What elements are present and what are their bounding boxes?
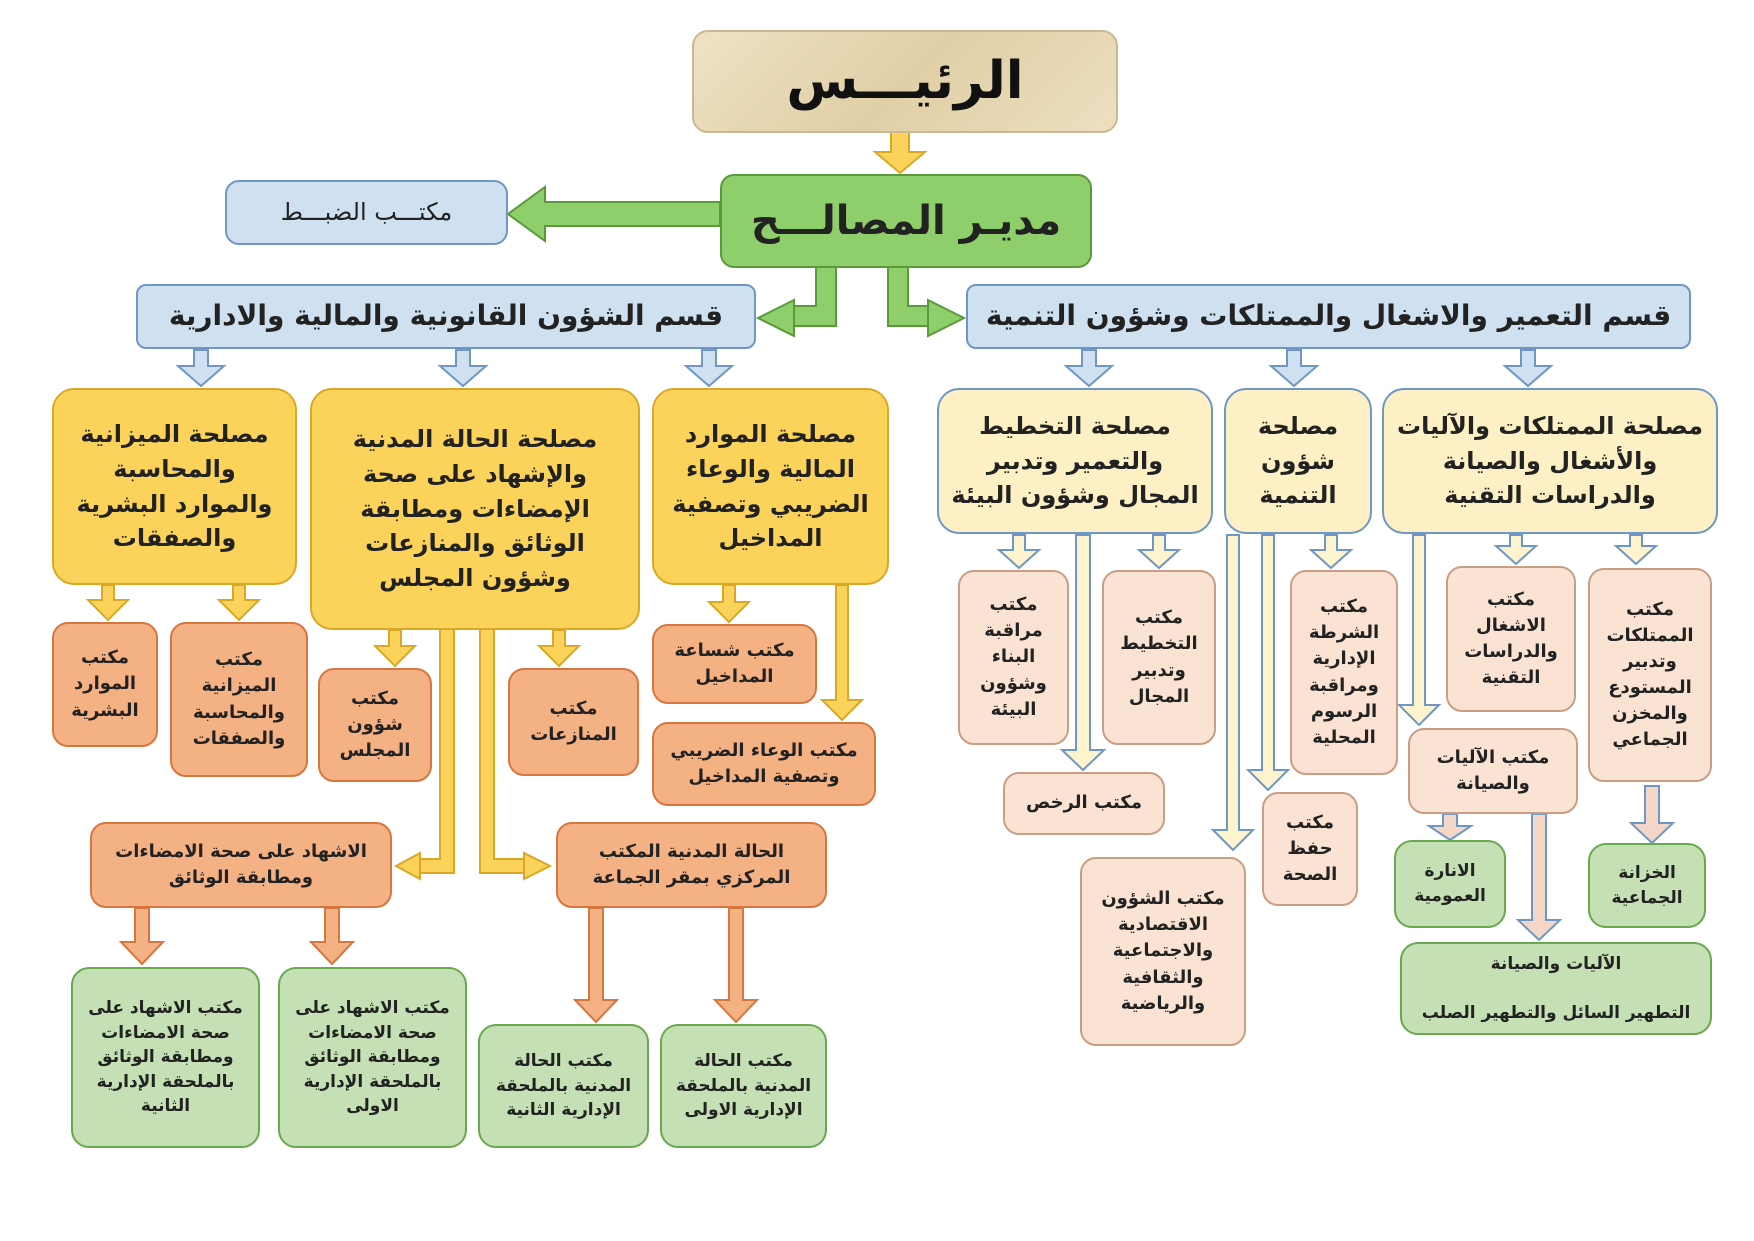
legalization-box: الاشهاد على صحة الامضاءات ومطابقة الوثائ… [90,822,392,908]
disputes-office-label: مكتب المنازعات [530,697,617,745]
civil-service-box: مصلحة الحالة المدنية والإشهاد على صحة ال… [310,388,640,630]
budget-service-box: مصلحة الميزانية والمحاسبة والموارد البشر… [52,388,297,585]
section-down-arrows [175,349,1554,388]
maintenance-label: الآليات والصيانة التطهير السائل والتطهير… [1421,953,1691,1023]
planning-office-box: مكتب التخطيط وتدبير المجال [1102,570,1216,745]
arrow-president-director [872,130,928,175]
police-office-label: مكتب الشرطة الإدارية ومراقبة الرسوم المح… [1308,596,1380,748]
civil-service-label: مصلحة الحالة المدنية والإشهاد على صحة ال… [352,425,598,593]
council-office-label: مكتب شؤون المجلس [339,687,411,762]
lighting-box: الانارة العمومية [1394,840,1506,928]
legal-yellow-arrows [85,584,865,722]
council-office-box: مكتب شؤون المجلس [318,668,432,782]
planning-office-label: مكتب التخطيط وتدبير المجال [1120,607,1198,707]
control-office-label: مكتـــب الضبـــط [280,198,453,227]
building-office-box: مكتب مراقبة البناء وشؤون البيئة [958,570,1069,745]
development-section-label: قسم التعمير والاشغال والممتلكات وشؤون ال… [985,299,1672,333]
legalization-annex2-label: مكتب الاشهاد على صحة الامضاءات ومطابقة ا… [88,997,243,1117]
property-office-box: مكتب الممتلكات وتدبير المستودع والمخزن ا… [1588,568,1712,782]
property-service-label: مصلحة الممتلكات والآليات والأشغال والصيا… [1397,411,1703,510]
civil-central-label: الحالة المدنية المكتب المركزي بمقر الجما… [592,840,791,888]
budget-office-box: مكتب الميزانية والمحاسبة والصفقات [170,622,308,777]
legal-section-label: قسم الشؤون القانونية والمالية والادارية [168,299,724,333]
civil-annex1-box: مكتب الحالة المدنية بالملحقة الإدارية ال… [660,1024,827,1148]
social-office-label: مكتب الشؤون الاقتصادية والاجتماعية والثق… [1101,888,1225,1014]
cashier-office-box: مكتب شساعة المداخيل [652,624,817,704]
property-service-box: مصلحة الممتلكات والآليات والأشغال والصيا… [1382,388,1718,534]
legalization-annex1-label: مكتب الاشهاد على صحة الامضاءات ومطابقة ا… [295,997,450,1117]
development-section-box: قسم التعمير والاشغال والممتلكات وشؤون ال… [966,284,1691,349]
permits-office-box: مكتب الرخص [1003,772,1165,835]
hr-office-box: مكتب الموارد البشرية [52,622,158,747]
building-office-label: مكتب مراقبة البناء وشؤون البيئة [980,594,1047,720]
civil-central-box: الحالة المدنية المكتب المركزي بمقر الجما… [556,822,827,908]
disputes-office-box: مكتب المنازعات [508,668,639,776]
works-office-label: مكتب الاشغال والدراسات التقنية [1464,588,1558,689]
works-office-box: مكتب الاشغال والدراسات التقنية [1446,566,1576,712]
machines-office-box: مكتب الآليات والصيانة [1408,728,1578,814]
health-office-label: مكتب حفظ الصحة [1282,811,1338,886]
hr-office-label: مكتب الموارد البشرية [71,647,139,721]
maintenance-box: الآليات والصيانة التطهير السائل والتطهير… [1400,942,1712,1035]
legalization-annex2-box: مكتب الاشهاد على صحة الامضاءات ومطابقة ا… [71,967,260,1148]
planning-service-box: مصلحة التخطيط والتعمير وتدبير المجال وشؤ… [937,388,1213,534]
civil-annex2-label: مكتب الحالة المدنية بالملحقة الإدارية ال… [495,1051,632,1121]
treasury-label: الخزانة الجماعية [1611,862,1683,908]
machines-office-label: مكتب الآليات والصيانة [1436,746,1550,794]
cashier-office-label: مكتب شساعة المداخيل [674,639,795,687]
legal-section-box: قسم الشؤون القانونية والمالية والادارية [136,284,756,349]
resources-service-box: مصلحة الموارد المالية والوعاء الضريبي وت… [652,388,889,585]
legalization-label: الاشهاد على صحة الامضاءات ومطابقة الوثائ… [115,840,367,888]
civil-annex2-box: مكتب الحالة المدنية بالملحقة الإدارية ال… [478,1024,649,1148]
dev-service-box: مصلحة شؤون التنمية [1224,388,1372,534]
development-cream-arrows [996,534,1659,852]
president-box: الرئيـــس [692,30,1118,133]
property-office-label: مكتب الممتلكات وتدبير المستودع والمخزن ا… [1606,598,1694,751]
police-office-box: مكتب الشرطة الإدارية ومراقبة الرسوم المح… [1290,570,1398,775]
budget-service-label: مصلحة الميزانية والمحاسبة والموارد البشر… [76,419,273,553]
resources-service-label: مصلحة الموارد المالية والوعاء الضريبي وت… [672,419,869,553]
director-box: مديـر المصالـــح [720,174,1092,268]
treasury-box: الخزانة الجماعية [1588,843,1706,928]
permits-office-label: مكتب الرخص [1026,792,1142,814]
tax-office-label: مكتب الوعاء الضريبي وتصفية المداخيل [670,739,858,787]
arrow-director-control [506,185,721,243]
director-label: مديـر المصالـــح [750,198,1062,244]
civil-annex1-label: مكتب الحالة المدنية بالملحقة الإدارية ال… [675,1051,812,1121]
lighting-label: الانارة العمومية [1414,861,1486,906]
tax-office-box: مكتب الوعاء الضريبي وتصفية المداخيل [652,722,876,806]
budget-office-label: مكتب الميزانية والمحاسبة والصفقات [192,649,286,749]
health-office-box: مكتب حفظ الصحة [1262,792,1358,906]
planning-service-label: مصلحة التخطيط والتعمير وتدبير المجال وشؤ… [951,411,1199,510]
social-office-box: مكتب الشؤون الاقتصادية والاجتماعية والثق… [1080,857,1246,1046]
legalization-annex1-box: مكتب الاشهاد على صحة الامضاءات ومطابقة ا… [278,967,467,1148]
president-label: الرئيـــس [786,50,1024,111]
orange-arrows [118,907,760,1024]
control-office-box: مكتـــب الضبـــط [225,180,508,245]
peach-arrows [1425,785,1676,942]
dev-service-label: مصلحة شؤون التنمية [1257,411,1339,510]
